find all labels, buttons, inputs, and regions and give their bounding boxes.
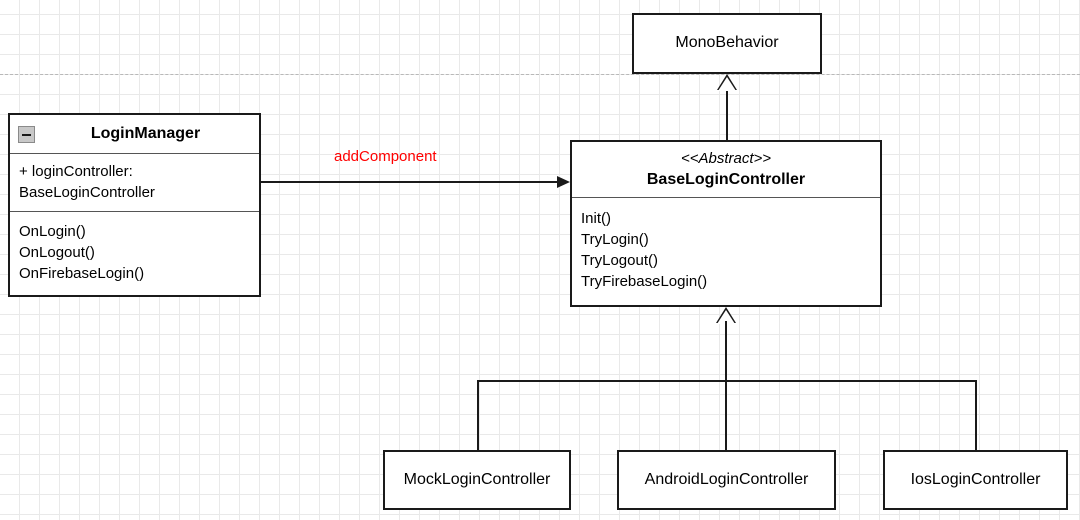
compartment-operations-baselogincontroller: Init() TryLogin() TryLogout() TryFirebas… (572, 197, 880, 305)
class-name-ioslogincontroller: IosLoginController (910, 471, 1041, 488)
association-arrowhead-addcomponent (557, 176, 570, 188)
class-box-loginmanager[interactable]: LoginManager + loginController: BaseLogi… (8, 113, 261, 297)
compartment-attributes-loginmanager: + loginController: BaseLoginController (10, 153, 259, 211)
generalization-drop-ios (975, 380, 977, 450)
class-stereotype-baselogincontroller: <<Abstract>> (680, 150, 772, 167)
generalization-arrowhead-sub-fill (717, 310, 735, 324)
compartment-operations-loginmanager: OnLogin() OnLogout() OnFirebaseLogin() (10, 211, 259, 295)
class-name-mocklogincontroller: MockLoginController (403, 471, 551, 488)
association-label-addcomponent: addComponent (334, 148, 437, 165)
class-box-baselogincontroller[interactable]: <<Abstract>> BaseLoginController Init() … (570, 140, 882, 307)
class-box-ioslogincontroller[interactable]: IosLoginController (883, 450, 1068, 510)
attribute-list-loginmanager: + loginController: BaseLoginController (19, 163, 155, 201)
page-break-guide (0, 74, 1080, 75)
operation-list-loginmanager: OnLogin() OnLogout() OnFirebaseLogin() (19, 223, 145, 282)
minus-icon[interactable] (18, 126, 35, 143)
class-box-mocklogincontroller[interactable]: MockLoginController (383, 450, 571, 510)
class-box-androidlogincontroller[interactable]: AndroidLoginController (617, 450, 836, 510)
generalization-line-mono (726, 88, 728, 140)
compartment-divider-attributes (10, 153, 259, 154)
generalization-bus-sub (477, 380, 977, 382)
class-name-androidlogincontroller: AndroidLoginController (644, 471, 809, 488)
class-name-monobehavior: MonoBehavior (675, 34, 779, 51)
generalization-drop-mock (477, 380, 479, 450)
generalization-trunk-sub (725, 321, 727, 380)
compartment-divider-baselogincontroller (572, 197, 880, 198)
generalization-drop-android (725, 380, 727, 450)
association-line-addcomponent[interactable] (261, 181, 562, 183)
class-name-baselogincontroller: BaseLoginController (646, 171, 806, 188)
operation-list-baselogincontroller: Init() TryLogin() TryLogout() TryFirebas… (581, 210, 708, 290)
generalization-arrowhead-mono-fill (718, 77, 736, 91)
compartment-divider-operations (10, 211, 259, 212)
class-name-loginmanager: LoginManager (90, 125, 201, 142)
class-box-monobehavior[interactable]: MonoBehavior (632, 13, 822, 74)
